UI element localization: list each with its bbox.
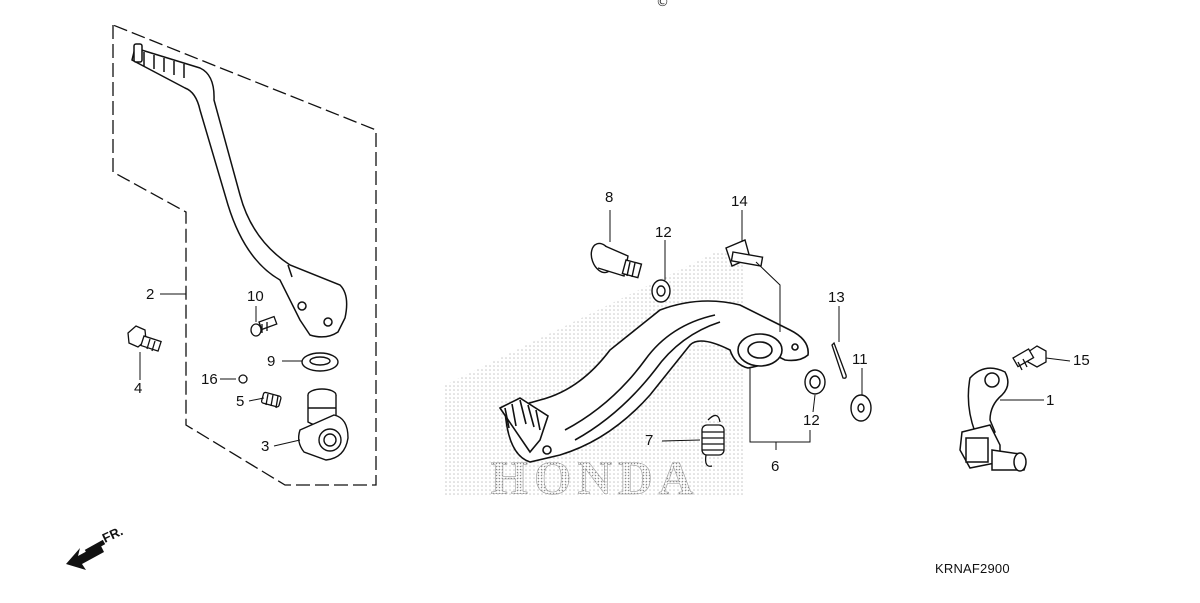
copyright-mark: © <box>656 0 669 10</box>
part-14-pin[interactable] <box>725 239 764 267</box>
part-15-bolt[interactable] <box>1012 345 1047 371</box>
part-10-bolt[interactable] <box>250 315 278 337</box>
callout-14: 14 <box>731 193 748 210</box>
callout-11: 11 <box>852 351 868 368</box>
callout-9: 9 <box>267 353 276 370</box>
group-frame <box>112 24 377 486</box>
part-5-screw[interactable] <box>260 391 282 409</box>
callout-3: 3 <box>261 438 270 455</box>
callout-5: 5 <box>236 393 245 410</box>
callout-4: 4 <box>134 380 143 397</box>
callout-15: 15 <box>1073 352 1090 369</box>
part-16-ring[interactable] <box>238 374 248 384</box>
callout-2: 2 <box>146 286 155 303</box>
callout-7: 7 <box>645 432 654 449</box>
watermark-text: HONDA <box>491 452 700 505</box>
callout-12-lower: 12 <box>803 412 820 429</box>
part-1-shift-arm[interactable] <box>959 367 1027 472</box>
diagram-code: KRNAF2900 <box>935 561 1010 576</box>
part-9-seal[interactable] <box>301 352 339 372</box>
part-13-split-pin[interactable] <box>831 341 847 379</box>
callout-6: 6 <box>771 458 780 475</box>
part-12a-washer[interactable] <box>651 279 671 303</box>
part-2-lever[interactable] <box>131 43 348 338</box>
part-11-washer[interactable] <box>850 394 872 422</box>
part-3-joint[interactable] <box>297 388 349 461</box>
callout-1: 1 <box>1046 392 1055 409</box>
part-6-brake-pedal[interactable] <box>498 300 809 463</box>
callout-12-upper: 12 <box>655 224 672 241</box>
callout-10: 10 <box>247 288 264 305</box>
callout-16: 16 <box>201 371 218 388</box>
part-8-pivot-bolt[interactable] <box>587 240 643 279</box>
callout-13: 13 <box>828 289 845 306</box>
part-7-spring[interactable] <box>701 414 725 467</box>
part-4-bolt[interactable] <box>127 325 162 352</box>
part-12b-washer[interactable] <box>804 369 826 395</box>
callout-8: 8 <box>605 189 614 206</box>
leader-lines <box>139 210 1071 450</box>
front-direction-arrow-icon <box>66 539 106 570</box>
